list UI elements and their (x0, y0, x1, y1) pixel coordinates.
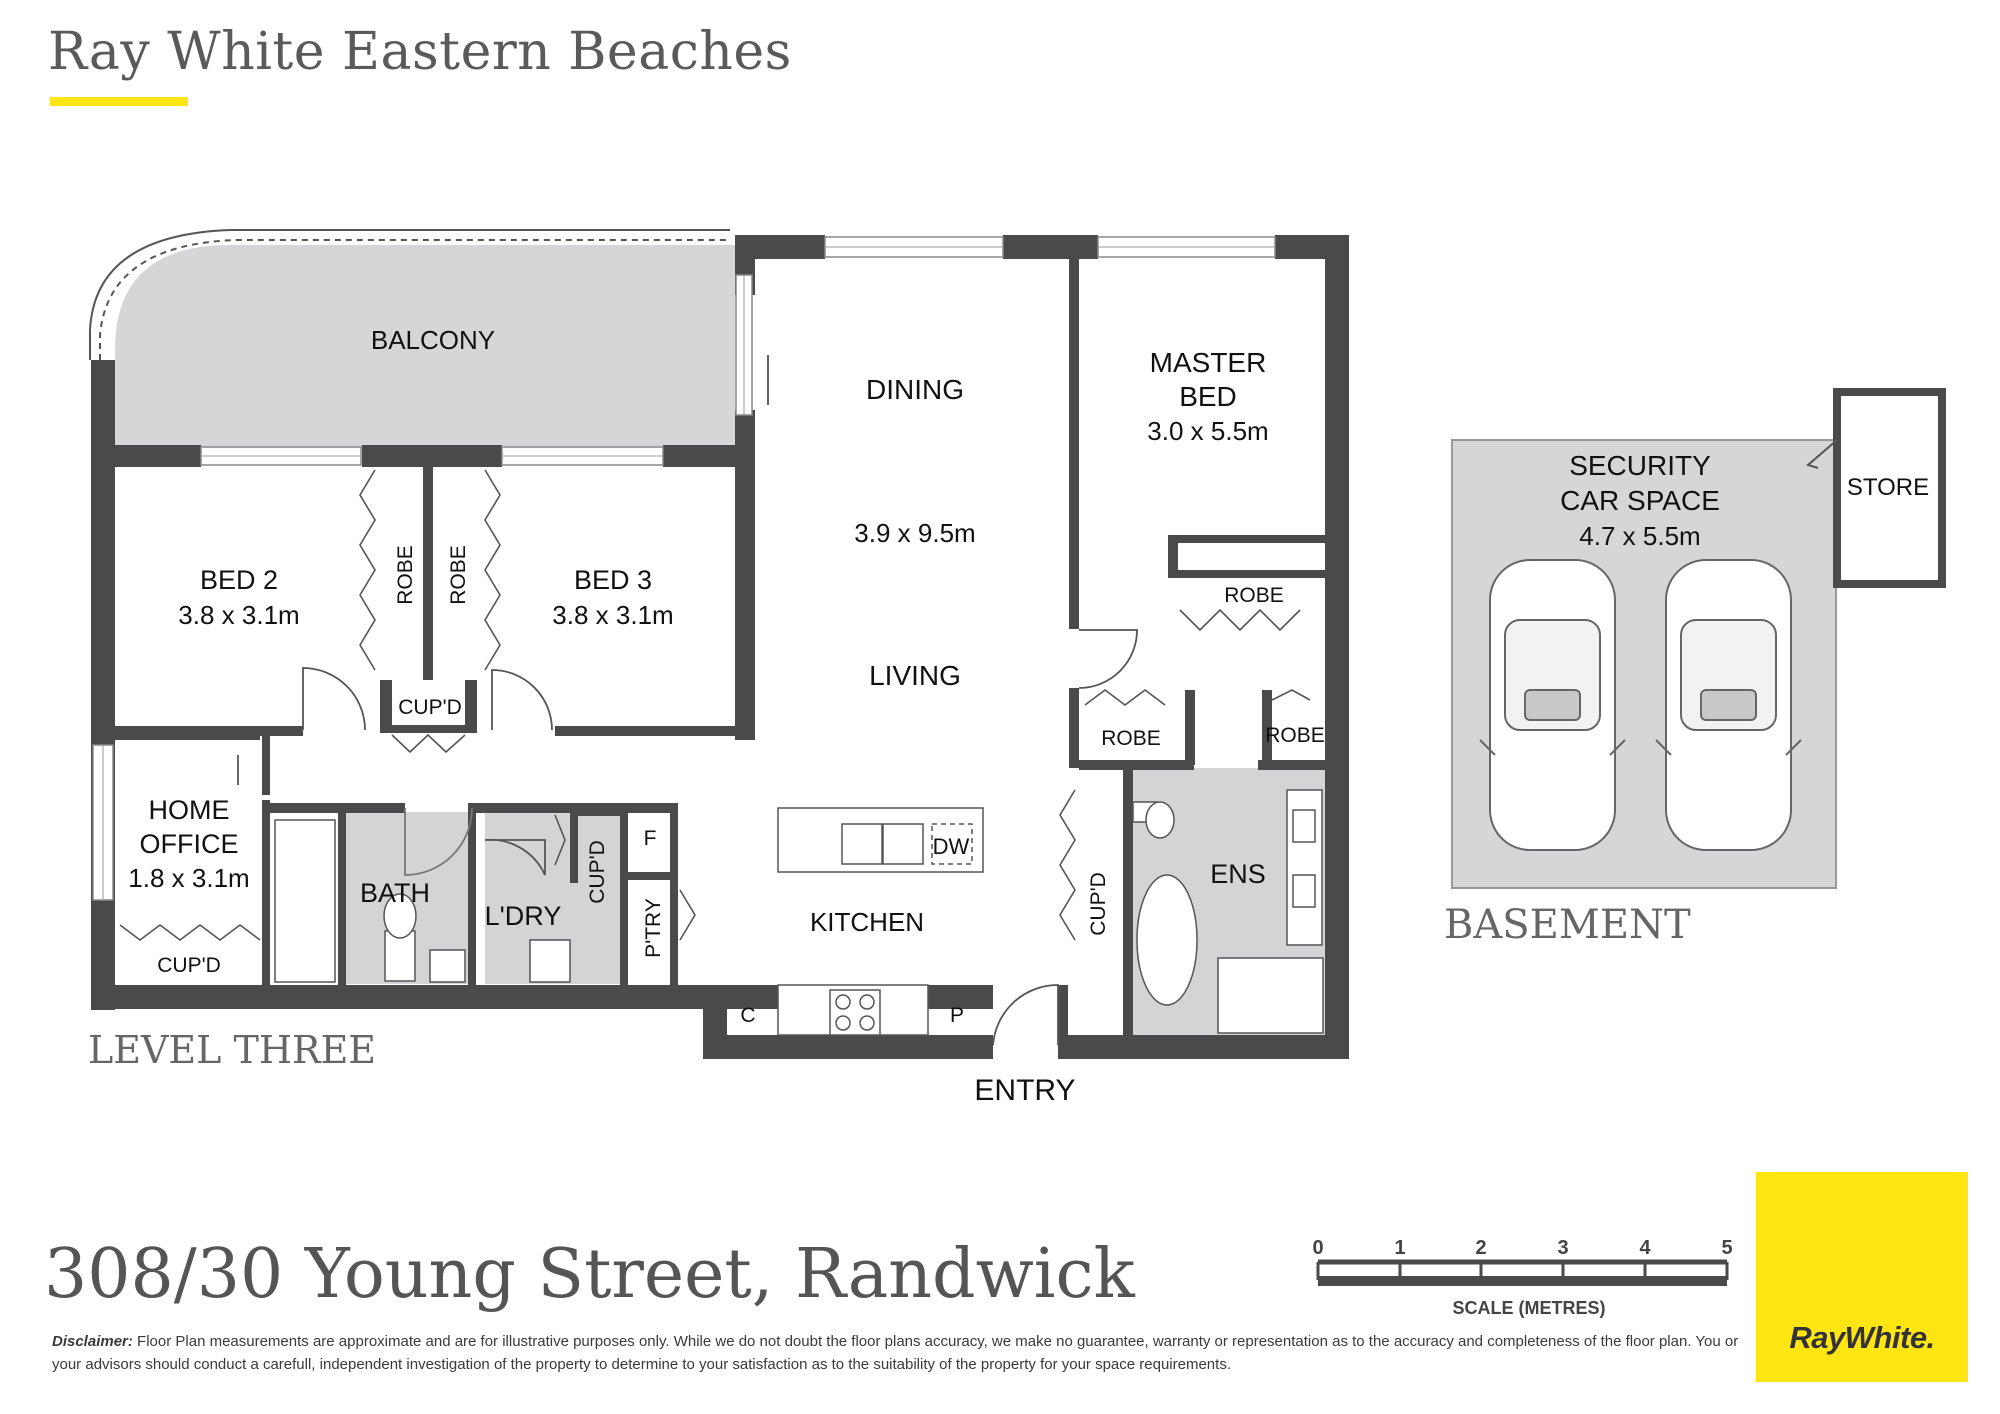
bed3-robe-label: ROBE (447, 545, 470, 605)
basement-label: BASEMENT (1444, 902, 1691, 948)
office-label-line1: HOME (149, 795, 230, 825)
bath-label: BATH (360, 878, 430, 908)
level-three-label: LEVEL THREE (88, 1028, 376, 1072)
kitchen-p-label: P (950, 1004, 964, 1027)
hall-cupd-label: CUP'D (398, 696, 462, 719)
disclaimer-text: Disclaimer: Floor Plan measurements are … (52, 1330, 1742, 1376)
property-address: 308/30 Young Street, Randwick (44, 1235, 1135, 1314)
office-dims: 1.8 x 3.1m (128, 863, 249, 893)
basement-store (1805, 388, 1946, 588)
kitchen-c-label: C (740, 1004, 755, 1027)
disclaimer-body: Floor Plan measurements are approximate … (52, 1333, 1739, 1373)
car-left-icon (1479, 559, 1626, 851)
office-label-line2: OFFICE (140, 829, 239, 859)
title-underline-bar (50, 97, 188, 106)
car-space-label-line2: CAR SPACE (1560, 485, 1720, 516)
car-right-icon (1655, 559, 1802, 851)
office-cupd-label: CUP'D (157, 954, 221, 977)
living-label: LIVING (869, 660, 961, 691)
scale-tick-2: 2 (1475, 1237, 1486, 1259)
car-space-label-line1: SECURITY (1569, 450, 1711, 481)
living-dims-label: 3.9 x 9.5m (854, 518, 975, 548)
ensuite-label: ENS (1210, 859, 1266, 889)
bed3-dims: 3.8 x 3.1m (552, 600, 673, 630)
bed2-label: BED 2 (200, 565, 278, 595)
balcony-rail (89, 229, 730, 360)
scale-tick-1: 1 (1394, 1237, 1405, 1259)
master-bed-label-line1: MASTER (1150, 347, 1267, 378)
pantry-label: P'TRY (642, 898, 665, 958)
laundry-cupd-label: CUP'D (586, 840, 609, 904)
master-robe-right-label: ROBE (1265, 724, 1325, 747)
dining-label: DINING (866, 374, 964, 405)
scale-bar: 0 1 2 3 4 5 SCALE (METRES) (1312, 1237, 1732, 1318)
balcony-floor (115, 245, 735, 447)
master-bed-dims: 3.0 x 5.5m (1147, 416, 1268, 446)
entry-label: ENTRY (974, 1074, 1075, 1107)
bath-fixtures (274, 789, 1324, 1034)
logo-wordmark: RayWhite. (1789, 1320, 1935, 1355)
robe-bifold-doors (119, 469, 1311, 941)
scale-tick-4: 4 (1639, 1237, 1651, 1259)
kitchen-fixtures (777, 807, 984, 1036)
ray-white-logo: RayWhite. (1756, 1172, 1968, 1382)
fridge-label: F (644, 827, 657, 850)
balcony-label: BALCONY (371, 325, 495, 355)
scale-tick-5: 5 (1721, 1237, 1732, 1259)
entry-cupd-label: CUP'D (1087, 872, 1110, 936)
scale-label: SCALE (METRES) (1453, 1298, 1606, 1318)
dishwasher-label: DW (933, 834, 970, 859)
scale-tick-3: 3 (1557, 1237, 1568, 1259)
bed2-dims: 3.8 x 3.1m (178, 600, 299, 630)
agency-title: Ray White Eastern Beaches (48, 22, 792, 82)
master-bed-label-line2: BED (1179, 381, 1237, 412)
store-label: STORE (1847, 474, 1929, 501)
laundry-label: L'DRY (485, 901, 562, 931)
bed2-robe-label: ROBE (394, 545, 417, 605)
master-robe-left-label: ROBE (1101, 727, 1161, 750)
apartment-walls (91, 235, 1349, 1059)
master-robe-label: ROBE (1224, 584, 1284, 607)
car-space-dims: 4.7 x 5.5m (1579, 521, 1700, 551)
doors (237, 355, 1138, 1046)
scale-tick-0: 0 (1312, 1237, 1323, 1259)
kitchen-label: KITCHEN (810, 907, 924, 937)
bed3-label: BED 3 (574, 565, 652, 595)
window-lines (102, 246, 1275, 900)
disclaimer-label: Disclaimer: (52, 1333, 133, 1350)
